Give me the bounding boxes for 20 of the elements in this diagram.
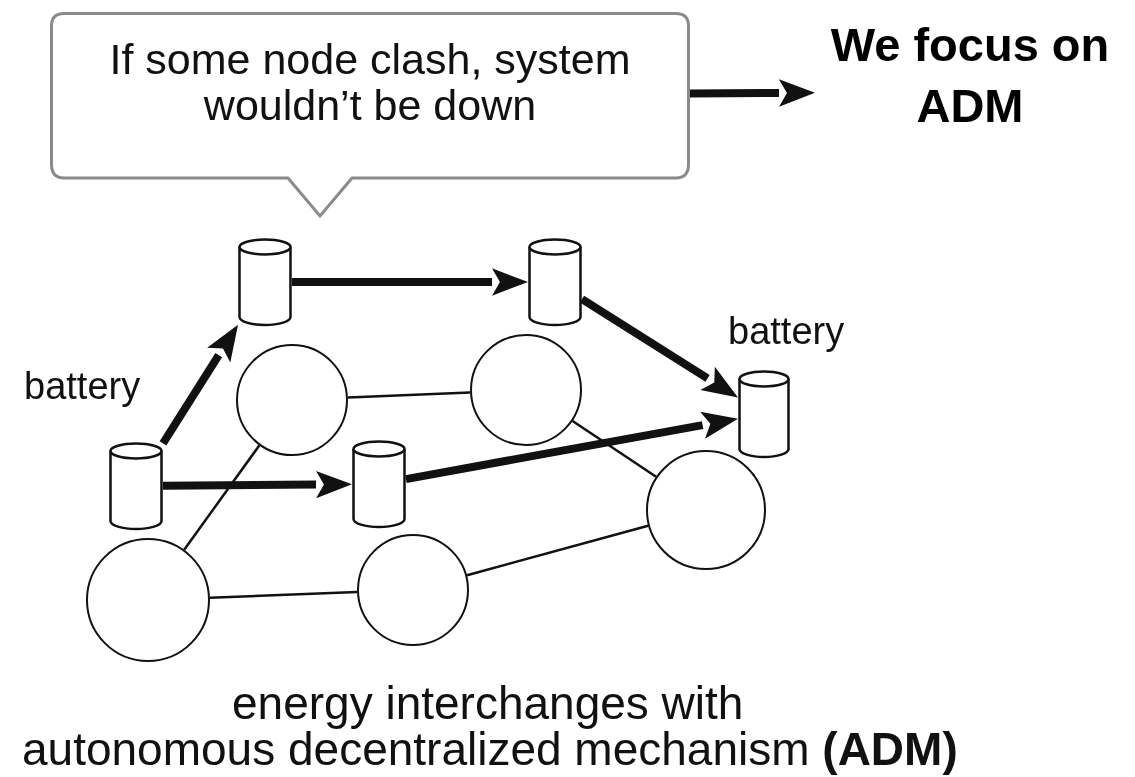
node-label: battery	[728, 310, 845, 353]
note-text: We focus on ADM	[815, 12, 1125, 172]
arrow	[162, 470, 352, 499]
arrow	[405, 411, 738, 484]
connector-line	[466, 524, 649, 577]
battery-cylinder	[109, 442, 163, 530]
battery-cylinder	[528, 238, 582, 326]
node-label: battery	[24, 365, 141, 408]
speech-bubble	[50, 12, 690, 218]
callout-text: If some node clash, system wouldn’t be down	[108, 36, 632, 129]
battery-cylinder	[238, 238, 292, 326]
connector-line	[183, 444, 261, 551]
arrow	[159, 324, 238, 446]
connector-line	[571, 420, 657, 478]
arrow	[579, 295, 738, 398]
connector-line	[209, 590, 358, 599]
arrow	[690, 79, 815, 107]
battery-cylinder	[352, 440, 406, 528]
connector-line	[347, 391, 471, 399]
battery-cylinder	[738, 370, 790, 458]
